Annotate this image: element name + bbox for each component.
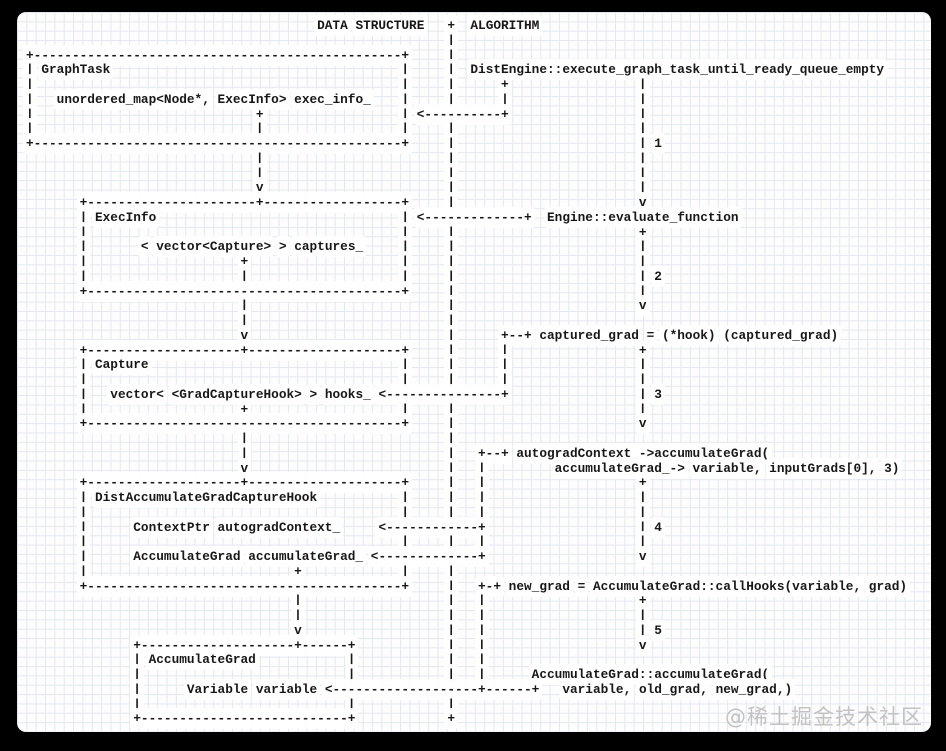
diagram-panel: DATA STRUCTURE + ALGORITHM | +----------… <box>17 12 931 732</box>
ascii-diagram: DATA STRUCTURE + ALGORITHM | +----------… <box>26 18 908 727</box>
watermark: @稀土掘金技术社区 <box>725 705 923 729</box>
